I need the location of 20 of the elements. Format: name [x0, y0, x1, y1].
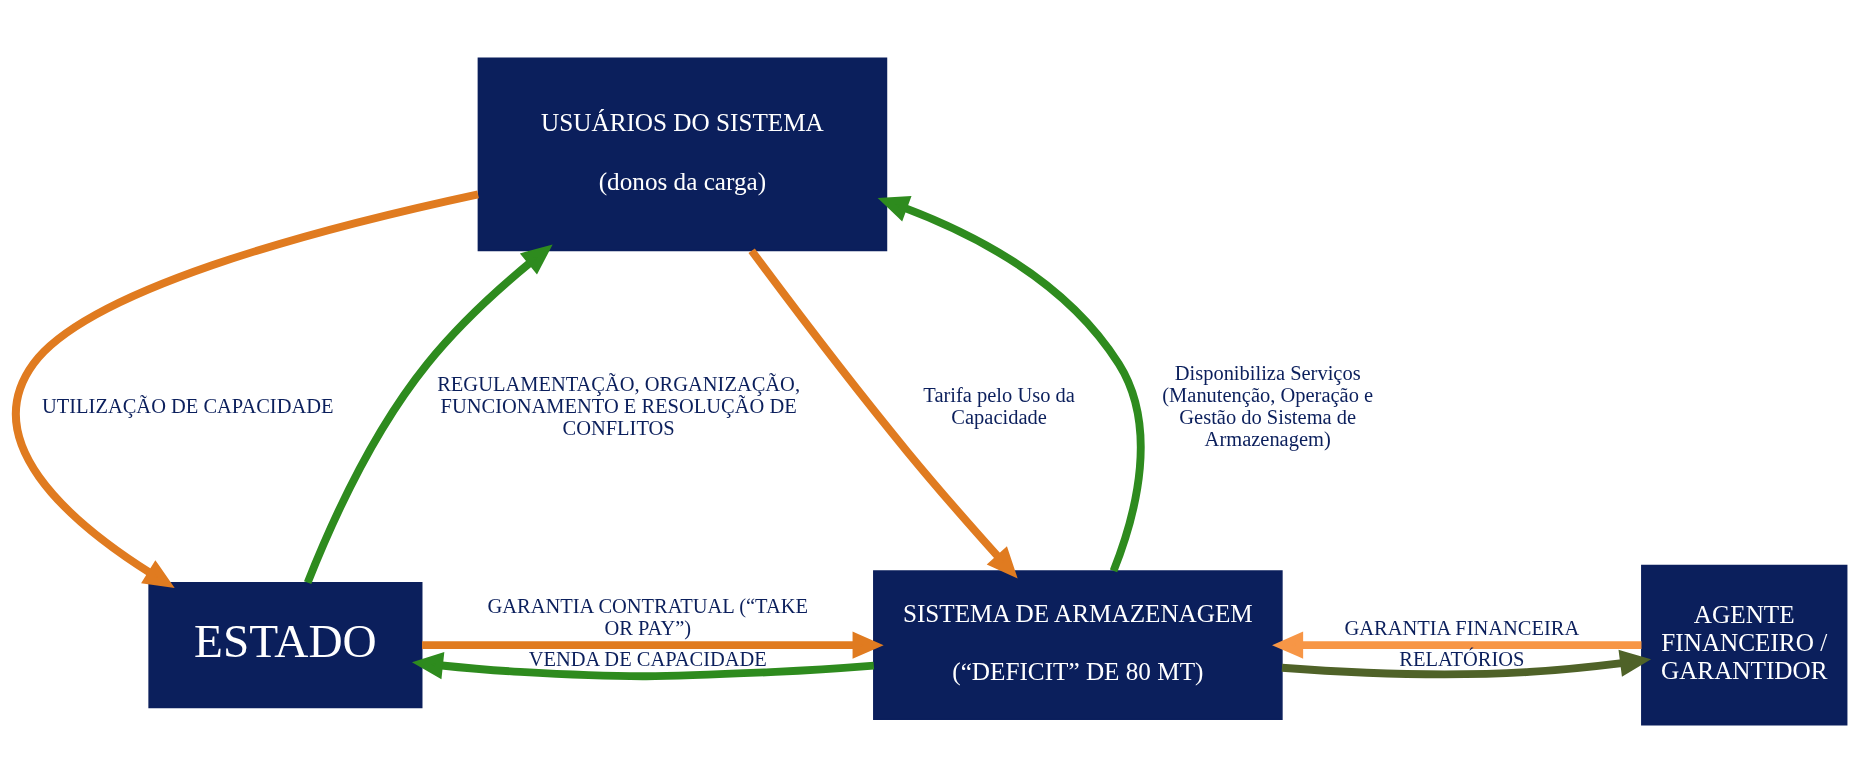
edge-label: Disponibiliza Serviços (Manutenção, Operação e Gestão do Sistema de Armazenagem) — [1162, 362, 1374, 451]
edge-label: VENDA DE CAPACIDADE — [528, 648, 767, 671]
node-box: ESTADO — [148, 582, 423, 709]
edge-label: Tarifa pelo Uso da Capacidade — [923, 384, 1075, 429]
node-box: SISTEMA DE ARMAZENAGEM (“DEFICIT” DE 80 MT) — [873, 570, 1283, 720]
edge-label: GARANTIA CONTRATUAL (“TAKE OR PAY”) — [487, 594, 809, 639]
node-box: USUÁRIOS DO SISTEMA (donos da carga) — [477, 57, 888, 252]
arrow — [748, 248, 1018, 579]
arrow — [422, 631, 884, 659]
arrow — [304, 244, 553, 585]
arrow — [1281, 649, 1652, 679]
edge-label: UTILIZAÇÃO DE CAPACIDADE — [42, 395, 334, 418]
edge-label: REGULAMENTAÇÃO, ORGANIZAÇÃO, FUNCIONAMENTO E RESOLUÇÃO DE CONFLITOS — [437, 373, 801, 440]
arrow — [1272, 631, 1642, 659]
arrow — [12, 190, 479, 589]
edge-label: RELATÓRIOS — [1399, 648, 1525, 671]
node-box: AGENTE FINANCEIRO / GARANTIDOR — [1641, 564, 1848, 726]
arrow — [411, 652, 875, 681]
edge-label: GARANTIA FINANCEIRA — [1344, 616, 1580, 639]
arrow — [877, 195, 1145, 573]
